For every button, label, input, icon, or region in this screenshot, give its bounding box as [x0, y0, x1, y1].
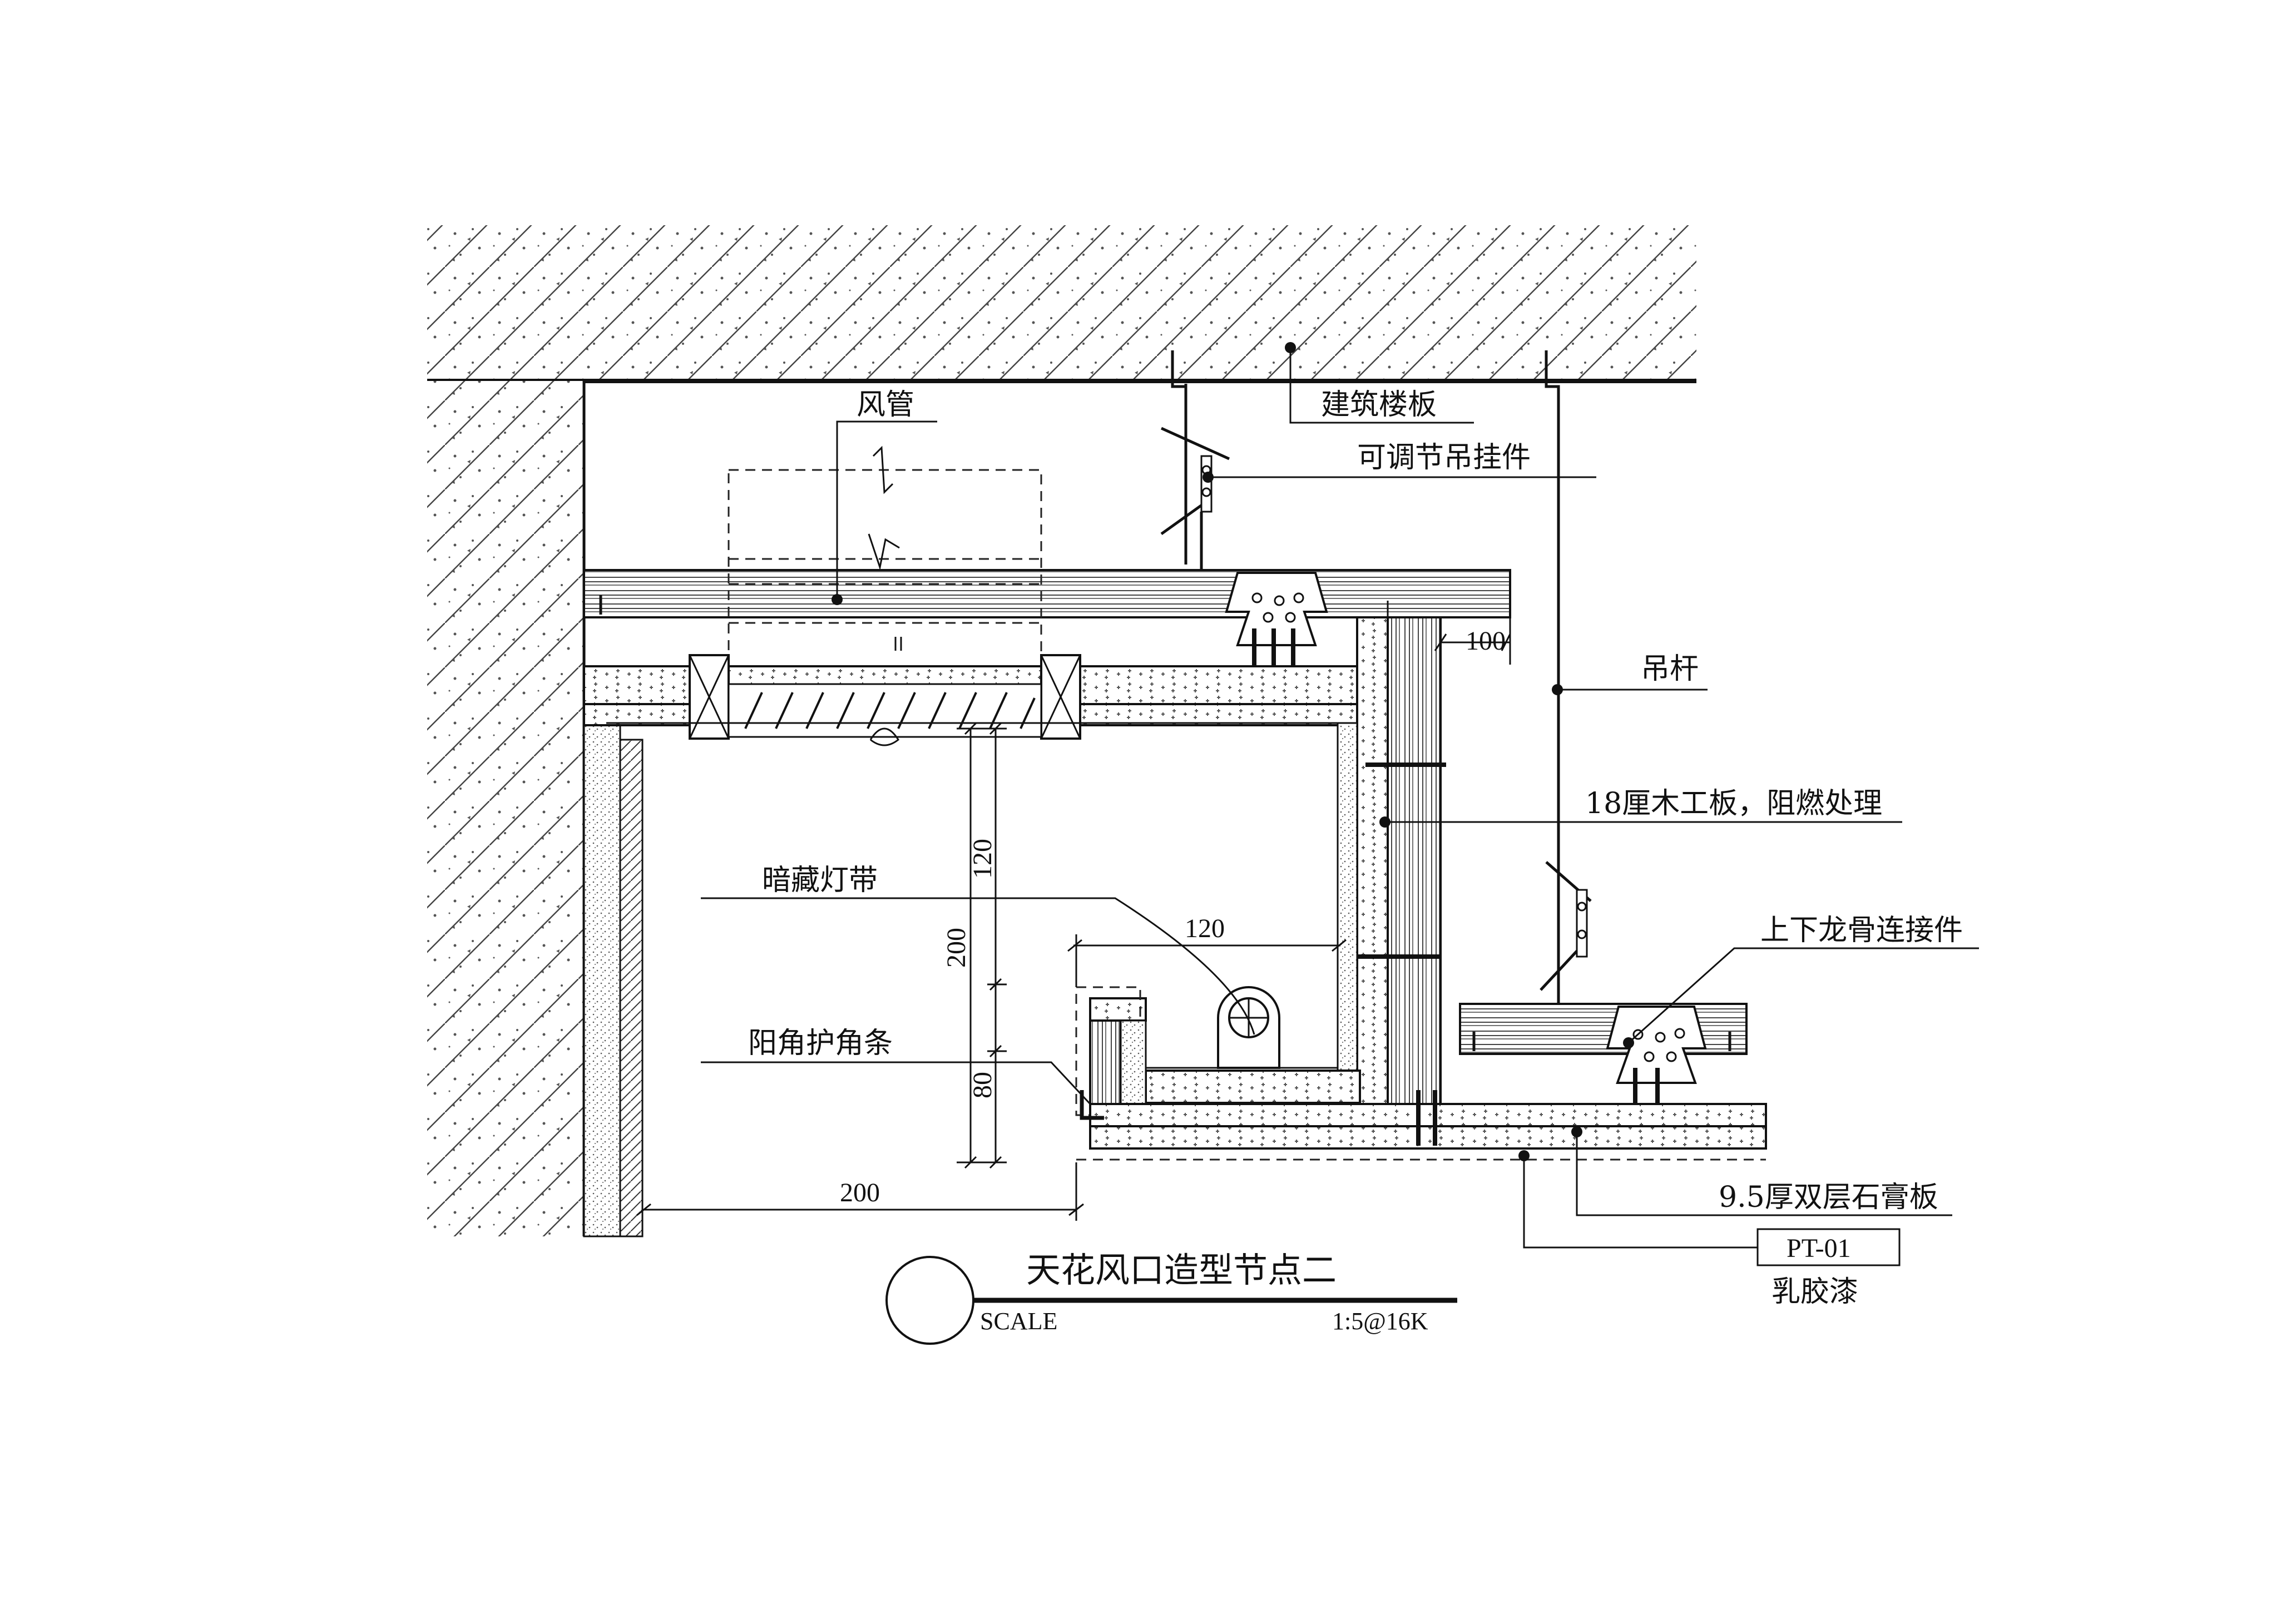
label-air-duct-text: 风管 — [857, 388, 914, 422]
scale-value: 1:5@16K — [1332, 1308, 1428, 1335]
label-building-slab-text: 建筑楼板 — [1321, 388, 1437, 422]
label-plywood-text: 18厘木工板，阻燃处理 — [1585, 787, 1882, 820]
upper-main-keel — [583, 569, 1511, 618]
label-keel-connector-text: 上下龙骨连接件 — [1760, 914, 1963, 947]
label-building-slab: 建筑楼板 — [1285, 342, 1474, 424]
label-corner-guard: 阳角护角条 — [701, 1027, 1091, 1105]
finish-code-text: PT-01 — [1787, 1234, 1851, 1263]
label-gypsum: 9.5厚双层石膏板 — [1571, 1126, 1952, 1216]
dimension-200-horizontal: 200 — [636, 1162, 1084, 1221]
lower-gypsum-board — [1076, 1090, 1767, 1161]
dimension-100: 100 — [1434, 617, 1511, 665]
label-hidden-light-text: 暗藏灯带 — [762, 864, 878, 897]
wall-plaster-finish — [583, 722, 644, 1237]
adjustable-hanger — [1160, 350, 1230, 573]
label-air-duct: 风管 — [832, 388, 937, 605]
dim-120-horizontal-text: 120 — [1185, 914, 1225, 943]
scale-label: SCALE — [980, 1308, 1057, 1335]
air-duct — [728, 445, 1042, 732]
hidden-light-strip — [1217, 986, 1280, 1069]
dim-120-vertical-text: 120 — [968, 839, 997, 879]
concrete-wall — [427, 381, 586, 1236]
dimension-vertical-set: 120 200 80 — [942, 722, 1007, 1169]
label-plywood: 18厘木工板，阻燃处理 — [1379, 787, 1902, 828]
plywood-vertical — [1352, 601, 1446, 1108]
title-block: 天花风口造型节点二 SCALE 1:5@16K — [885, 1250, 1457, 1345]
label-gypsum-text: 9.5厚双层石膏板 — [1719, 1181, 1938, 1214]
label-corner-guard-text: 阳角护角条 — [748, 1027, 893, 1060]
label-adjustable-hanger: 可调节吊挂件 — [1203, 441, 1596, 483]
dim-100-text: 100 — [1466, 626, 1506, 656]
cove-plaster-lining — [606, 722, 1358, 1102]
dimension-120-horizontal: 120 — [1067, 914, 1347, 987]
finish-name-text: 乳胶漆 — [1772, 1275, 1858, 1309]
building-slab — [427, 225, 1696, 383]
label-keel-connector: 上下龙骨连接件 — [1623, 914, 1979, 1048]
hanger-rod — [1540, 350, 1592, 1004]
corner-guard-strip — [1080, 1090, 1104, 1120]
label-finish: PT-01 乳胶漆 — [1518, 1150, 1901, 1309]
drawing-title: 天花风口造型节点二 — [1026, 1250, 1337, 1290]
cove-bottom-board — [1075, 986, 1361, 1116]
dim-80-text: 80 — [968, 1072, 997, 1098]
dim-200-vertical-text: 200 — [942, 928, 971, 968]
dim-200-horizontal-text: 200 — [840, 1178, 880, 1207]
label-hidden-light: 暗藏灯带 — [701, 864, 1255, 1035]
label-hanger-rod: 吊杆 — [1552, 652, 1708, 695]
label-adjustable-hanger-text: 可调节吊挂件 — [1357, 441, 1531, 474]
label-hanger-rod-text: 吊杆 — [1641, 652, 1699, 686]
